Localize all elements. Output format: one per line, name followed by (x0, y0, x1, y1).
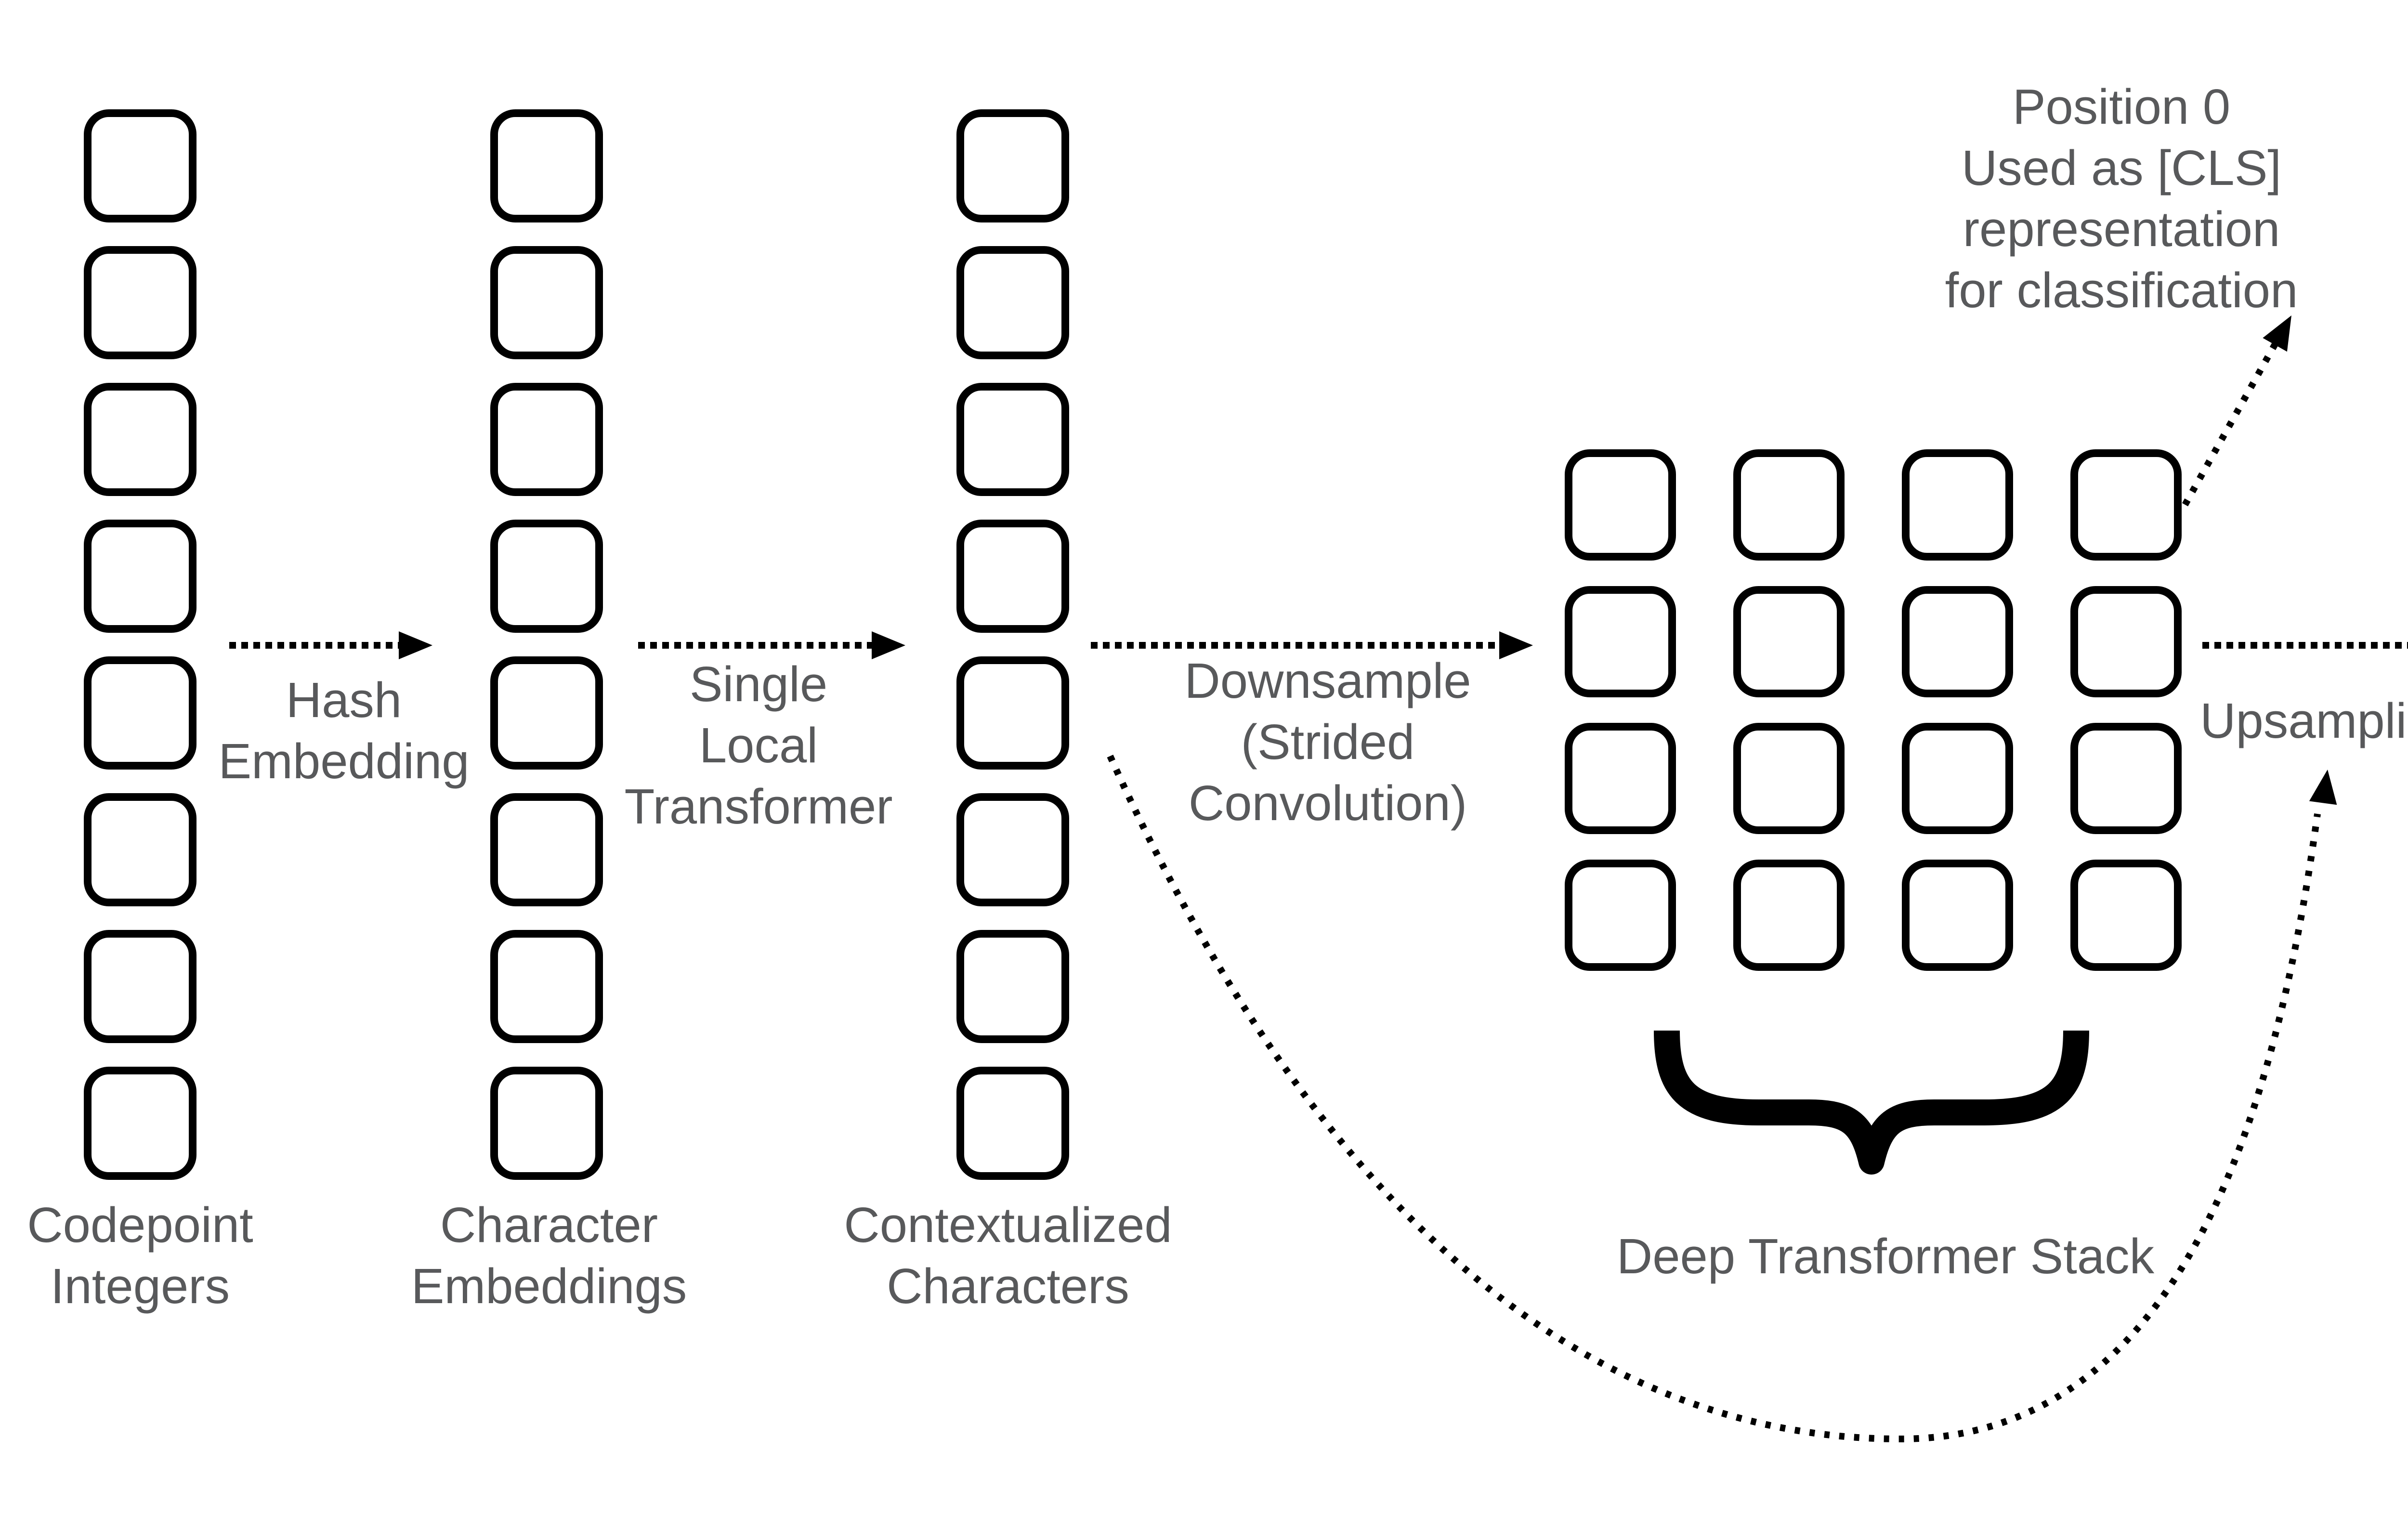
downsampled-positions-cell (1733, 860, 1845, 971)
downsample-arrow-label: Downsample (Strided Convolution) (1184, 653, 1471, 831)
character-embeddings-cell (490, 656, 603, 770)
character-embeddings-label: Character Embeddings (411, 1197, 687, 1314)
codepoint-integers-cell (84, 1067, 196, 1180)
codepoint-integers-cell (84, 383, 196, 496)
upsampling-arrow-label: Upsampling (2200, 693, 2408, 748)
hash-embedding-arrow-head (399, 631, 432, 659)
character-embeddings-cell (490, 1067, 603, 1180)
contextualized-characters-cell (956, 246, 1069, 359)
downsample-arrow-head (1499, 631, 1533, 659)
character-embeddings-cell (490, 383, 603, 496)
codepoint-integers-cell (84, 793, 196, 906)
deep-transformer-stack-label: Deep Transformer Stack (1616, 1228, 2155, 1284)
residual-skip-arrow-head (2309, 770, 2337, 805)
downsampled-positions-cell (1902, 586, 2013, 697)
contextualized-characters-cell (956, 383, 1069, 496)
contextualized-characters-cell (956, 930, 1069, 1043)
character-embeddings-cell (490, 246, 603, 359)
downsampled-positions-cell (1733, 449, 1845, 561)
downsampled-positions-cell (1565, 586, 1676, 697)
codepoint-integers-cell (84, 656, 196, 770)
downsampled-positions-cell (2070, 860, 2182, 971)
codepoint-integers-label: Codepoint Integers (27, 1197, 253, 1314)
hash-embedding-arrow-label: Hash Embedding (218, 672, 470, 789)
codepoint-integers-cell (84, 520, 196, 633)
codepoint-integers-cell (84, 246, 196, 359)
downsampled-positions-cell (1902, 449, 2013, 561)
downsampled-positions-cell (1565, 723, 1676, 834)
downsampled-positions-cell (1733, 586, 1845, 697)
downsampled-positions-cell (1902, 860, 2013, 971)
contextualized-characters-cell (956, 109, 1069, 222)
downsampled-positions-cell (1565, 449, 1676, 561)
codepoint-integers-cell (84, 930, 196, 1043)
character-embeddings-cell (490, 930, 603, 1043)
downsampled-positions-cell (1733, 723, 1845, 834)
contextualized-characters-cell (956, 1067, 1069, 1180)
deep-transformer-stack-brace (1654, 1030, 2089, 1175)
downsampled-positions-cell (2070, 449, 2182, 561)
codepoint-integers-cell (84, 109, 196, 222)
downsampled-positions-cell (2070, 723, 2182, 834)
single-local-transformer-arrow-head (872, 631, 905, 659)
contextualized-characters-cell (956, 793, 1069, 906)
single-local-transformer-arrow-label: Single Local Transformer (624, 656, 893, 834)
contextualized-characters-cell (956, 656, 1069, 770)
downsampled-positions-cell (1565, 860, 1676, 971)
downsampled-positions-cell (1902, 723, 2013, 834)
contextualized-characters-label: Contextualized Characters (844, 1197, 1172, 1314)
cls-position-arrow-head (2263, 315, 2291, 352)
character-embeddings-cell (490, 793, 603, 906)
downsampled-positions-cell (2070, 586, 2182, 697)
cls-position-arrow-label: Position 0 Used as [CLS] representation … (1945, 79, 2298, 318)
contextualized-characters-cell (956, 520, 1069, 633)
character-embeddings-cell (490, 109, 603, 222)
character-embeddings-cell (490, 520, 603, 633)
cls-position-arrow-line (2182, 340, 2279, 507)
